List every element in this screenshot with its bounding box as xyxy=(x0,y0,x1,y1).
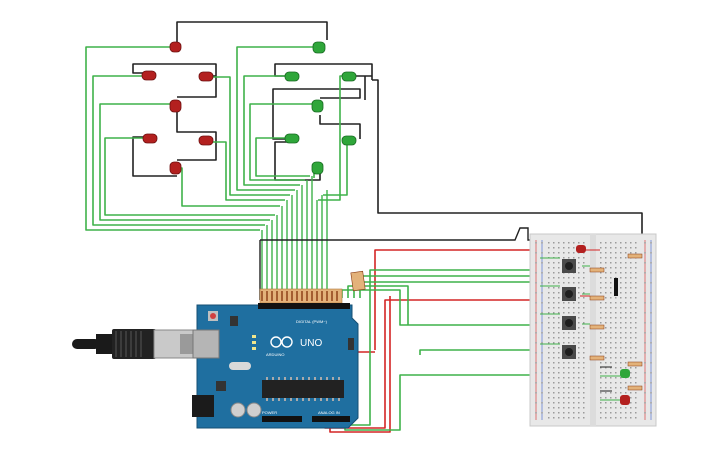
red-led-icon xyxy=(169,41,182,53)
green-led-icon xyxy=(311,161,324,175)
red-led-icon xyxy=(141,70,157,81)
pushbutton-icon[interactable] xyxy=(562,259,576,273)
usb-jack-icon xyxy=(192,329,220,359)
analog-header xyxy=(312,416,350,422)
red-led-icon xyxy=(198,71,214,82)
capacitor-icon xyxy=(246,402,262,418)
green-led-icon xyxy=(284,133,300,144)
breadboard[interactable] xyxy=(529,233,657,427)
small-ic-icon xyxy=(216,381,226,391)
atmega-chip-icon xyxy=(262,380,344,398)
resistor-bank xyxy=(259,270,366,304)
arduino-logo-icon xyxy=(270,336,293,348)
arduino-brand-label: ARDUINO xyxy=(266,352,284,357)
arduino-uno-board[interactable]: UNO ARDUINO DIGITAL (PWM~) POWER ANALOG … xyxy=(192,303,359,429)
red-led-icon xyxy=(198,135,214,146)
analog-header-label: ANALOG IN xyxy=(318,410,340,415)
power-header-label: POWER xyxy=(262,410,277,415)
green-led-icon xyxy=(620,369,630,378)
red-led-array xyxy=(141,41,214,175)
green-led-icon xyxy=(341,135,357,146)
power-header xyxy=(262,416,302,422)
pushbutton-icon[interactable] xyxy=(562,287,576,301)
crystal-icon xyxy=(229,362,251,370)
red-led-icon xyxy=(620,395,630,405)
pushbutton-icon[interactable] xyxy=(562,316,576,330)
red-led-icon xyxy=(576,245,586,253)
wires-green-led-group xyxy=(243,46,643,240)
usb-cable-icon xyxy=(72,329,199,359)
red-led-icon xyxy=(169,99,182,113)
green-led-icon xyxy=(312,41,326,54)
capacitor-icon xyxy=(230,402,246,418)
green-led-icon xyxy=(311,99,324,113)
red-led-icon xyxy=(169,161,182,175)
wires-red-led-group xyxy=(85,21,328,231)
power-jack-icon xyxy=(192,395,214,417)
green-led-array xyxy=(284,41,357,175)
arduino-model-label: UNO xyxy=(300,338,322,349)
green-led-icon xyxy=(284,71,300,82)
digital-header xyxy=(258,303,350,309)
pushbutton-icon[interactable] xyxy=(562,345,576,359)
green-led-icon xyxy=(341,71,357,82)
red-led-icon xyxy=(142,133,158,144)
wire-bundle-digital-header xyxy=(259,176,648,300)
digital-header-label: DIGITAL (PWM~) xyxy=(296,319,328,324)
